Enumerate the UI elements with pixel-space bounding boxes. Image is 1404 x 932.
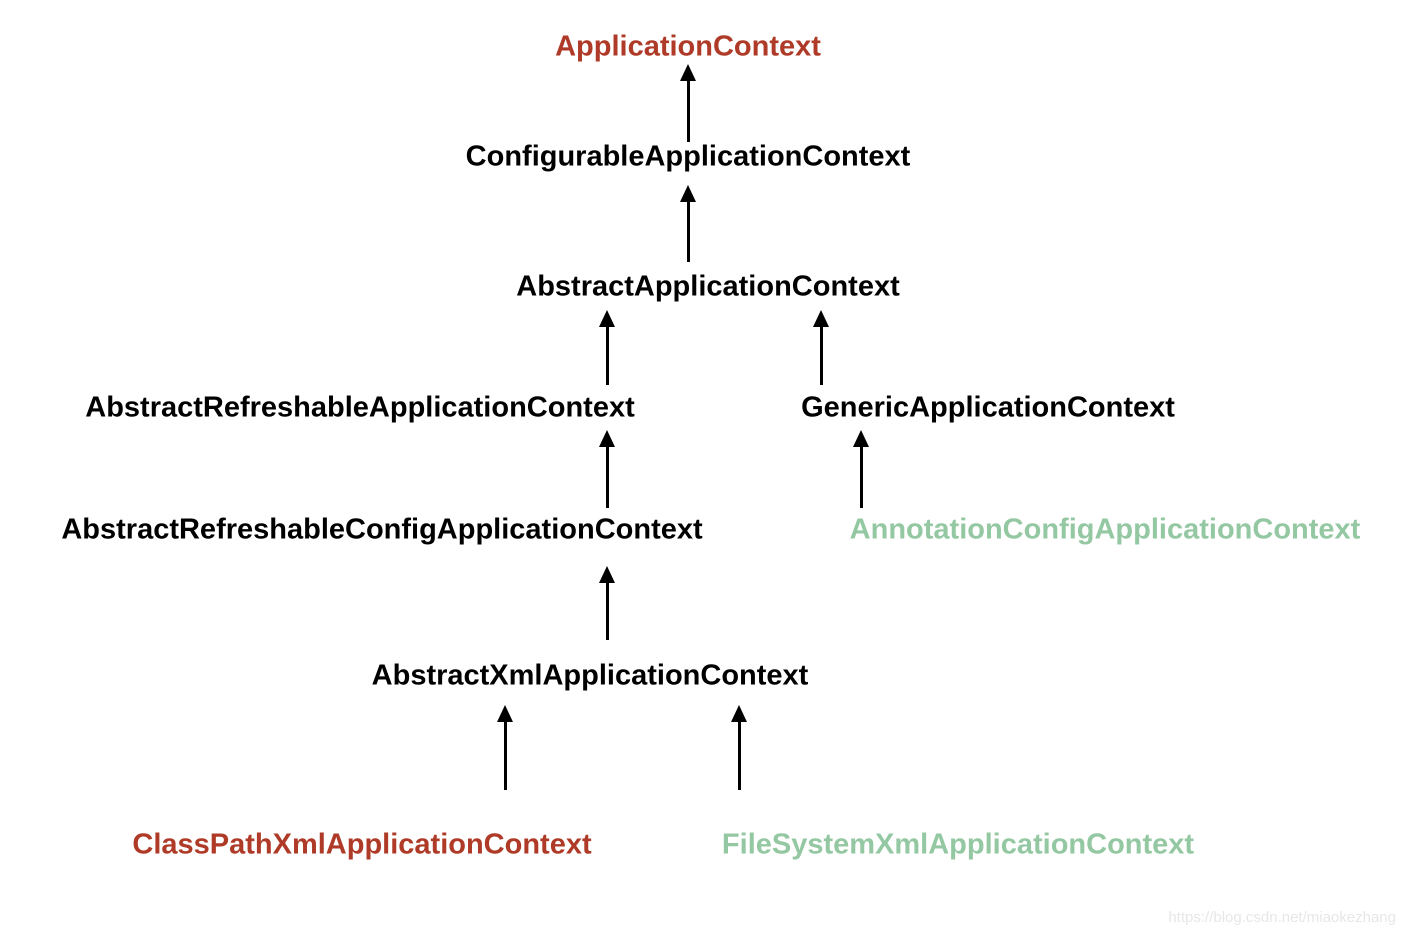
inheritance-arrow-abstract-to-configurable-icon (680, 185, 696, 262)
arrow-shaft (819, 325, 823, 385)
arrowhead-up-icon (680, 64, 696, 81)
node-application-context: ApplicationContext (555, 30, 821, 63)
inheritance-arrow-annotationconfig-to-generic-icon (853, 430, 869, 508)
node-abstract-application-context: AbstractApplicationContext (516, 270, 900, 303)
arrowhead-up-icon (731, 705, 747, 722)
arrow-shaft (503, 720, 507, 790)
arrowhead-up-icon (853, 430, 869, 447)
arrowhead-up-icon (599, 566, 615, 583)
arrowhead-up-icon (497, 705, 513, 722)
arrow-shaft (686, 79, 690, 142)
inheritance-arrow-abstractxml-to-refreshableconfig-icon (599, 566, 615, 640)
node-abstract-refreshable-config-application-context: AbstractRefreshableConfigApplicationCont… (61, 513, 703, 546)
watermark-url: https://blog.csdn.net/miaokezhang (1168, 909, 1396, 926)
arrow-shaft (686, 200, 690, 262)
arrow-shaft (605, 445, 609, 508)
arrowhead-up-icon (599, 430, 615, 447)
arrow-shaft (605, 325, 609, 385)
arrow-shaft (859, 445, 863, 508)
arrow-shaft (605, 581, 609, 640)
node-class-path-xml-application-context: ClassPathXmlApplicationContext (132, 828, 592, 861)
inheritance-arrow-refreshable-to-abstract-icon (599, 310, 615, 385)
inheritance-arrow-generic-to-abstract-icon (813, 310, 829, 385)
inheritance-arrow-filesystem-to-abstractxml-icon (731, 705, 747, 790)
inheritance-arrow-refreshableconfig-to-refreshable-icon (599, 430, 615, 508)
node-abstract-xml-application-context: AbstractXmlApplicationContext (371, 659, 809, 692)
node-configurable-application-context: ConfigurableApplicationContext (465, 140, 911, 173)
node-generic-application-context: GenericApplicationContext (801, 391, 1175, 424)
arrow-shaft (737, 720, 741, 790)
inheritance-arrow-classpath-to-abstractxml-icon (497, 705, 513, 790)
node-annotation-config-application-context: AnnotationConfigApplicationContext (849, 513, 1361, 546)
arrowhead-up-icon (599, 310, 615, 327)
inheritance-arrow-configurable-to-application-icon (680, 64, 696, 142)
arrowhead-up-icon (813, 310, 829, 327)
arrowhead-up-icon (680, 185, 696, 202)
node-file-system-xml-application-context: FileSystemXmlApplicationContext (721, 828, 1195, 861)
node-abstract-refreshable-application-context: AbstractRefreshableApplicationContext (85, 391, 635, 424)
